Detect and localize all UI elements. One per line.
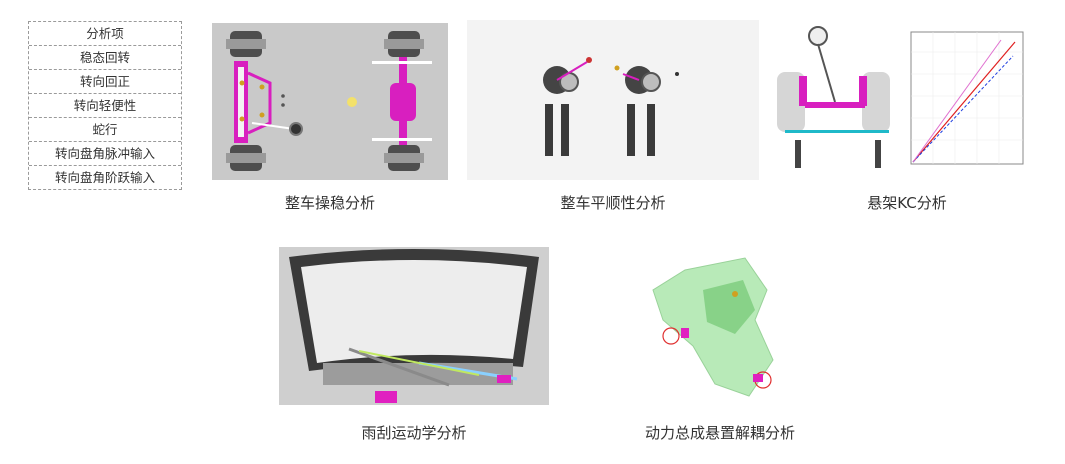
- table-row: 稳态回转: [29, 46, 181, 70]
- powertrain-mount-caption: 动力总成悬置解耦分析: [644, 424, 795, 442]
- suspension-kc-image: [777, 22, 1029, 182]
- vehicle-handling-image: [212, 23, 448, 180]
- table-row: 转向回正: [29, 70, 181, 94]
- suspension-kc-caption: 悬架KC分析: [867, 194, 947, 212]
- table-row: 蛇行: [29, 118, 181, 142]
- table-row: 转向盘角阶跃输入: [54, 170, 155, 185]
- table-row: 转向轻便性: [29, 94, 181, 118]
- ride-comfort-caption: 整车平顺性分析: [560, 194, 666, 212]
- wiper-kinematics-image: [279, 247, 549, 405]
- table-header: 分析项: [29, 22, 181, 46]
- vehicle-handling-caption: 整车操稳分析: [284, 194, 375, 212]
- powertrain-mount-image: [645, 250, 795, 405]
- table-row: 转向盘角脉冲输入: [29, 142, 181, 166]
- wiper-kinematics-caption: 雨刮运动学分析: [361, 424, 467, 442]
- analysis-items-table: 分析项 稳态回转 转向回正 转向轻便性 蛇行 转向盘角脉冲输入 转向盘角阶跃输入: [28, 21, 182, 190]
- ride-comfort-image: [467, 20, 759, 180]
